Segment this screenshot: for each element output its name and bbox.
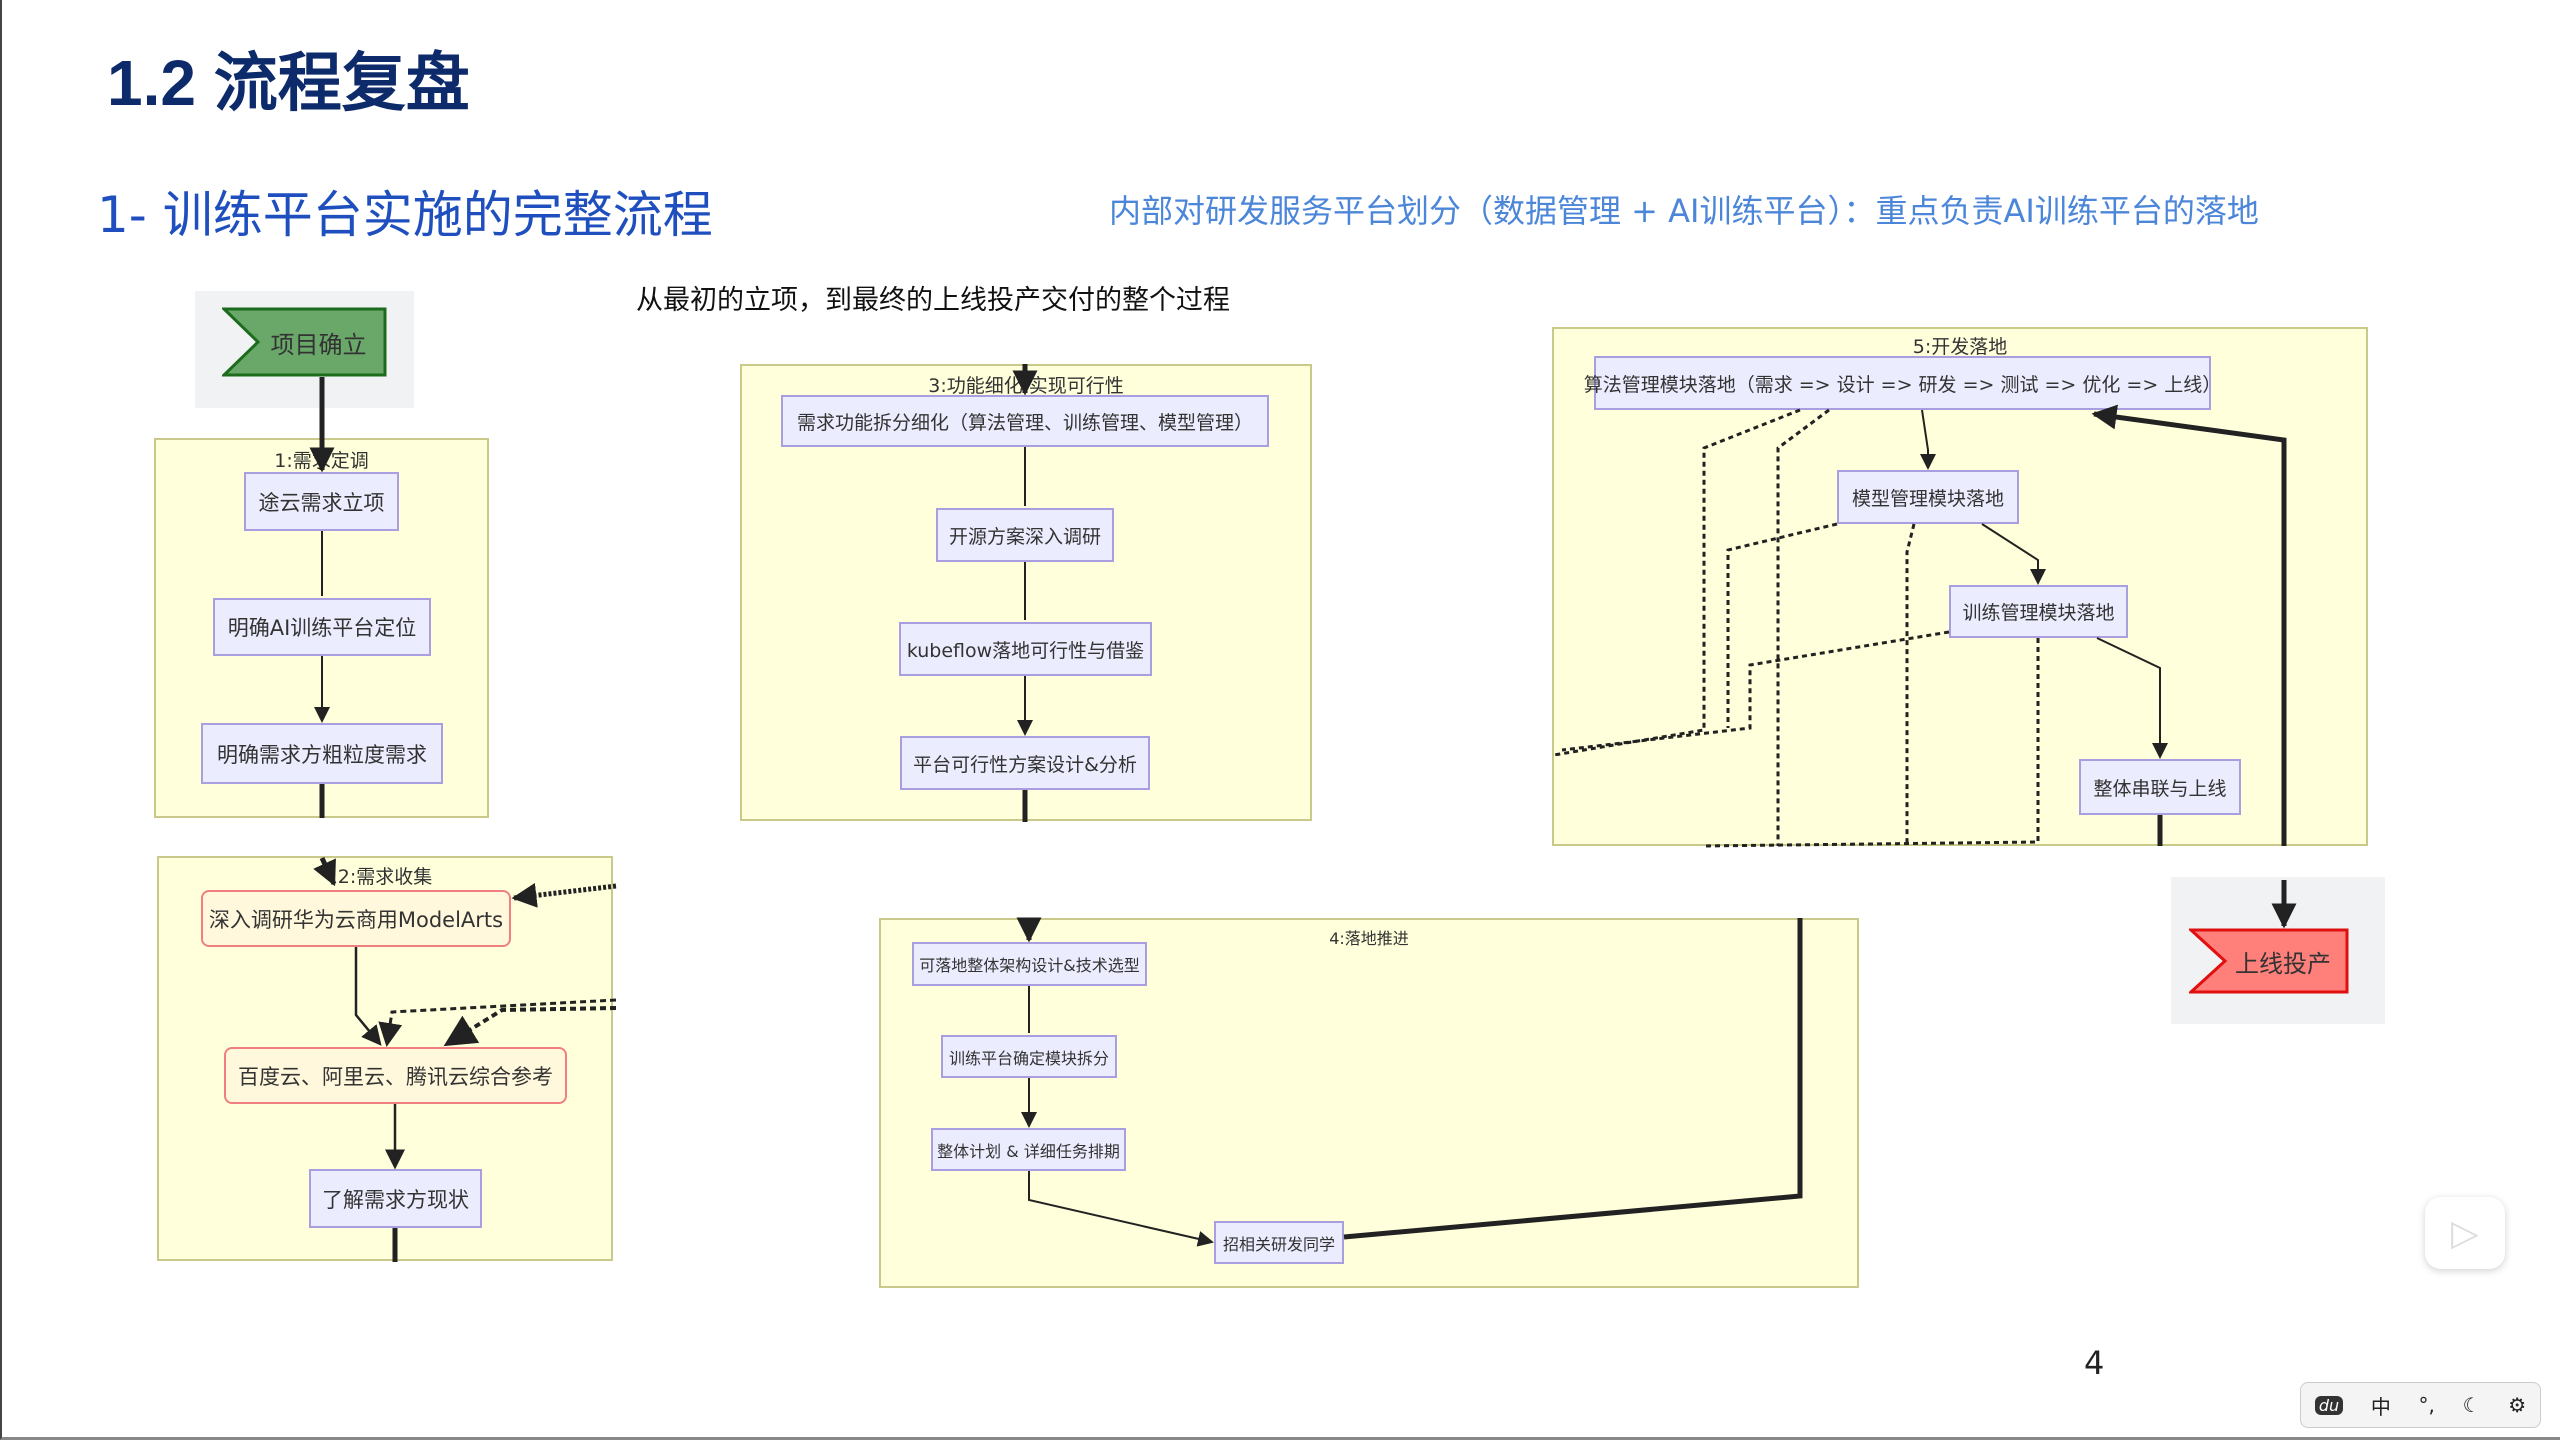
language-toggle[interactable]: 中 <box>2370 1394 2391 1419</box>
flow-node[interactable]: 可落地整体架构设计&技术选型 <box>912 942 1147 986</box>
du-logo-icon[interactable]: du <box>2314 1395 2344 1415</box>
flow-node[interactable]: 算法管理模块落地（需求 => 设计 => 研发 => 测试 => 优化 => 上… <box>1584 356 2221 410</box>
intro-text: 从最初的立项，到最终的上线投产交付的整个过程 <box>636 285 1230 316</box>
flow-node[interactable]: 了解需求方现状 <box>309 1169 482 1228</box>
section-label: 5:开发落地 <box>1912 336 2008 358</box>
start-node: 项目确立 <box>222 307 387 377</box>
bilibili-tv-icon[interactable]: ▷ <box>2425 1197 2505 1269</box>
flag-shape-icon <box>222 307 387 377</box>
page-title: 1.2 流程复盘 <box>107 47 470 119</box>
flow-node[interactable]: 开源方案深入调研 <box>936 508 1114 562</box>
flow-node[interactable]: 训练平台确定模块拆分 <box>941 1035 1117 1078</box>
scope-note: 内部对研发服务平台划分（数据管理 + AI训练平台）：重点负责AI训练平台的落地 <box>1109 192 2259 230</box>
flow-node[interactable]: 整体计划 & 详细任务排期 <box>931 1128 1126 1171</box>
page-number: 4 <box>2084 1344 2105 1382</box>
flow-node[interactable]: 训练管理模块落地 <box>1949 585 2128 638</box>
flow-node[interactable]: 招相关研发同学 <box>1214 1221 1344 1264</box>
flow-node[interactable]: 整体串联与上线 <box>2079 759 2241 815</box>
flag-shape-icon <box>2189 928 2349 994</box>
gear-icon[interactable]: ⚙ <box>2508 1393 2527 1417</box>
flow-node[interactable]: 平台可行性方案设计&分析 <box>900 736 1150 790</box>
section-label: 2:需求收集 <box>337 866 433 888</box>
moon-icon[interactable]: ☾ <box>2462 1393 2481 1417</box>
ime-toolbar: du 中 °, ☾ ⚙ <box>2300 1382 2541 1428</box>
start-label: 项目确立 <box>270 330 367 359</box>
section-label: 3:功能细化 实现可行性 <box>928 375 1124 397</box>
punctuation-toggle[interactable]: °, <box>2418 1393 2435 1417</box>
flow-node[interactable]: 深入调研华为云商用ModelArts <box>201 890 511 947</box>
flow-node[interactable]: 模型管理模块落地 <box>1837 470 2019 524</box>
end-label: 上线投产 <box>2235 949 2331 978</box>
flow-node[interactable]: 百度云、阿里云、腾讯云综合参考 <box>224 1047 567 1104</box>
flow-node[interactable]: 需求功能拆分细化（算法管理、训练管理、模型管理） <box>781 395 1269 447</box>
flow-node[interactable]: 明确AI训练平台定位 <box>213 598 431 656</box>
section-label: 1:需求定调 <box>274 450 369 472</box>
flow-node[interactable]: kubeflow落地可行性与借鉴 <box>899 622 1152 676</box>
flow-node[interactable]: 明确需求方粗粒度需求 <box>201 723 443 784</box>
section-subtitle: 1- 训练平台实施的完整流程 <box>97 186 713 244</box>
flow-node[interactable]: 途云需求立项 <box>244 472 399 531</box>
end-node: 上线投产 <box>2189 928 2349 994</box>
